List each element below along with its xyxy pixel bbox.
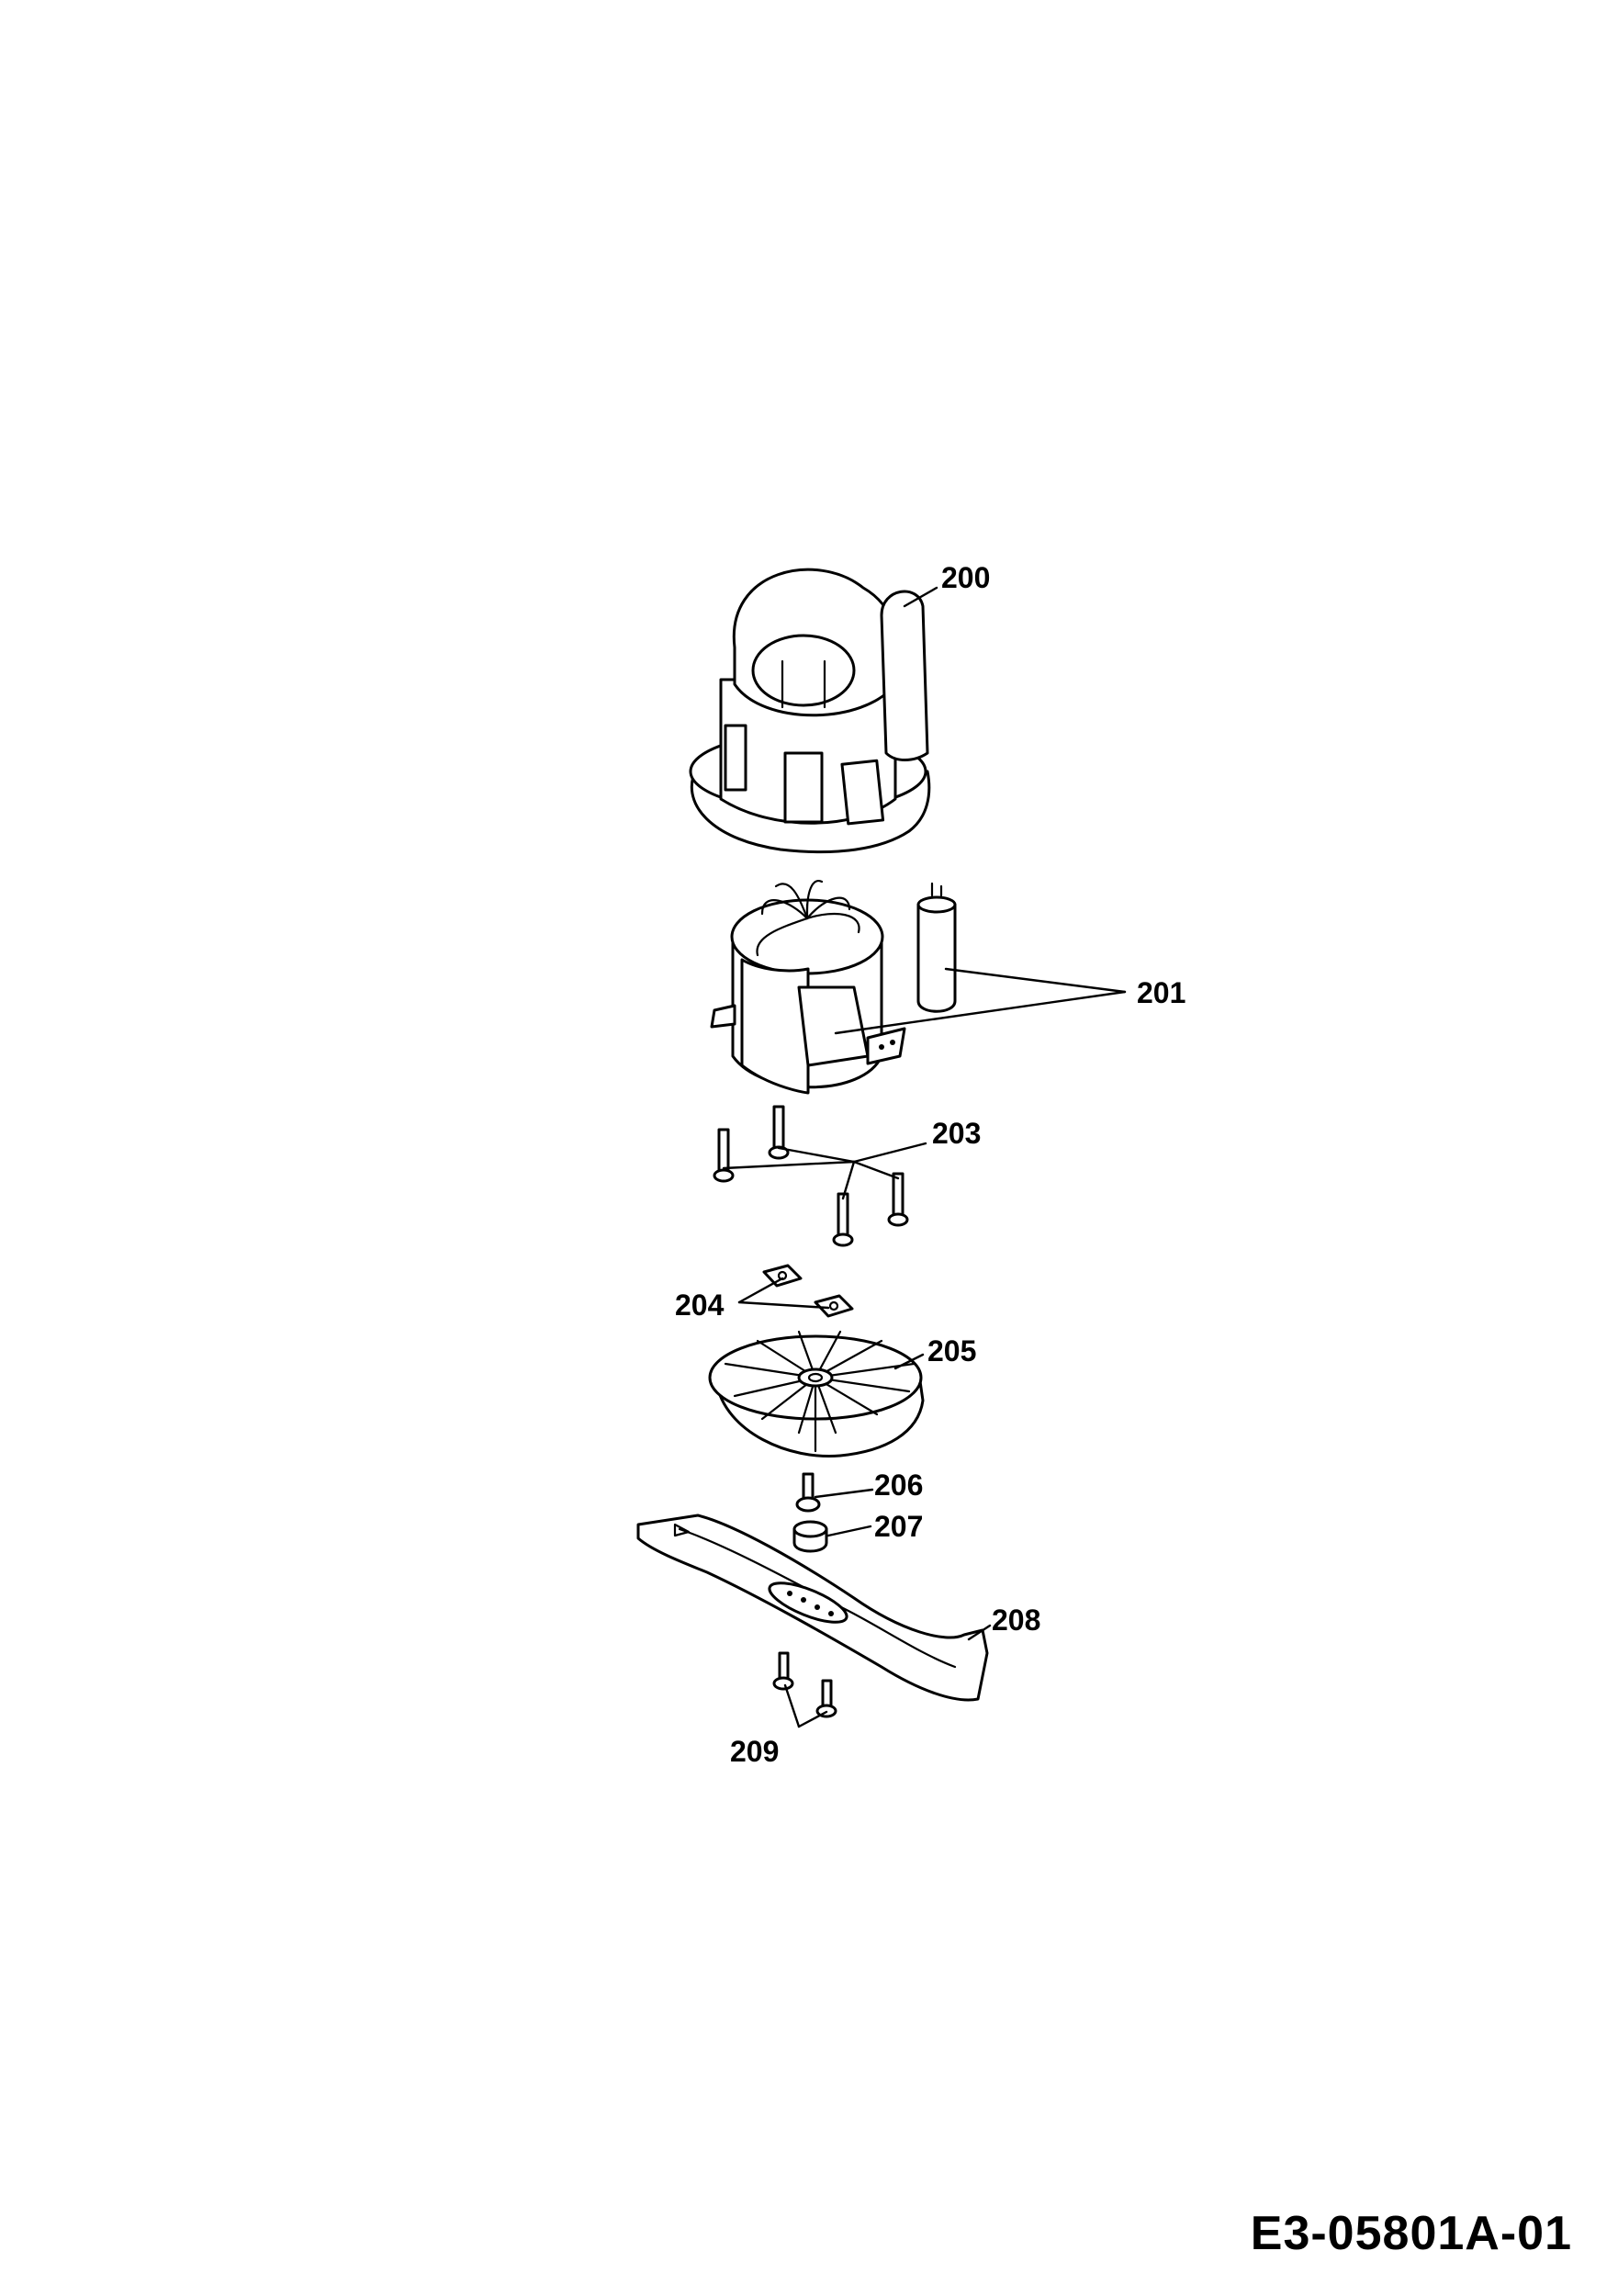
drawing-number: E3-05801A-01 bbox=[1250, 2207, 1572, 2260]
part-label-207: 207 bbox=[874, 1510, 923, 1543]
part-label-200: 200 bbox=[941, 561, 990, 594]
leader-lines bbox=[722, 586, 1127, 1728]
part-label-204: 204 bbox=[675, 1289, 725, 1322]
part-207-spacer bbox=[792, 1520, 828, 1553]
part-204-nuts bbox=[762, 1264, 854, 1318]
part-209-screws bbox=[772, 1651, 837, 1718]
part-201-motor bbox=[710, 879, 957, 1095]
part-208-blade bbox=[636, 1514, 989, 1702]
part-label-201: 201 bbox=[1137, 976, 1185, 1009]
part-203-screws bbox=[713, 1105, 909, 1247]
part-label-205: 205 bbox=[927, 1334, 976, 1367]
part-200-motor-housing bbox=[689, 568, 931, 854]
part-label-209: 209 bbox=[730, 1735, 779, 1768]
part-label-208: 208 bbox=[992, 1604, 1040, 1637]
part-205-fan bbox=[708, 1330, 925, 1458]
part-label-203: 203 bbox=[932, 1117, 981, 1150]
part-206-screw bbox=[795, 1472, 821, 1513]
part-label-206: 206 bbox=[874, 1469, 923, 1502]
